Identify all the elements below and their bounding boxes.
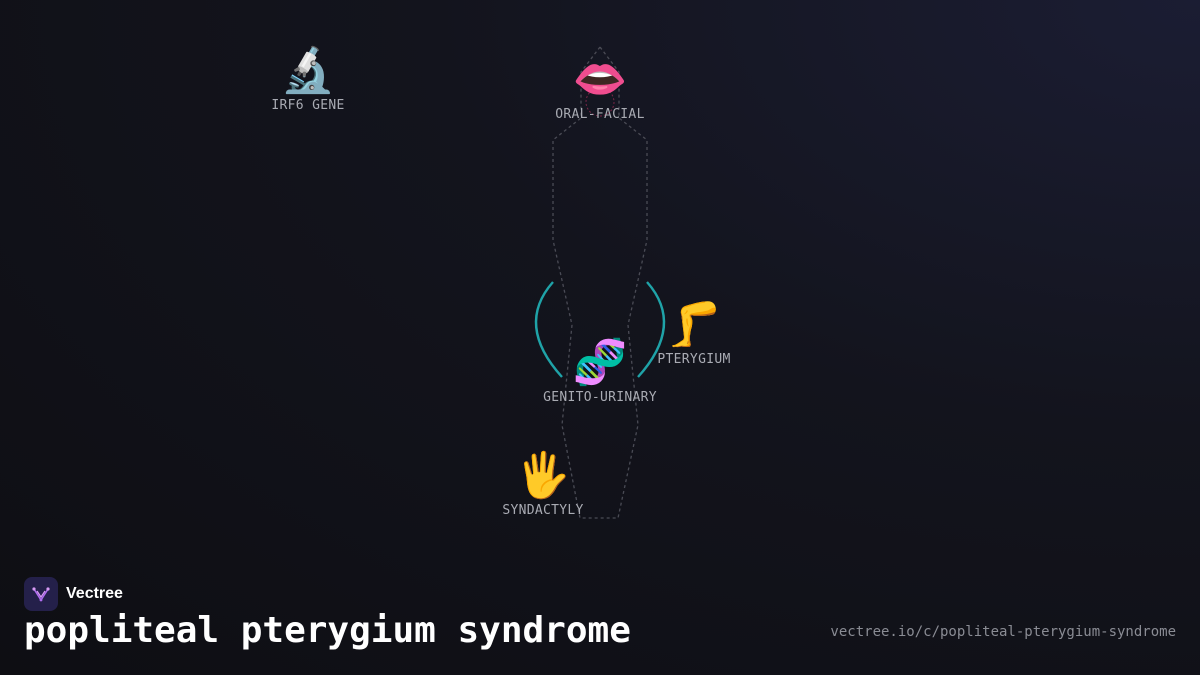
node-irf6-gene[interactable]: 🔬 IRF6 GENE: [271, 45, 345, 114]
node-oral-facial[interactable]: 👄 ORAL-FACIAL: [555, 54, 645, 123]
microscope-icon: 🔬: [280, 45, 336, 96]
page-title: popliteal pterygium syndrome: [24, 610, 631, 651]
right-teal-arc: [637, 281, 666, 378]
node-label: PTERYGIUM: [657, 352, 731, 367]
node-label: ORAL-FACIAL: [555, 107, 645, 122]
page-url[interactable]: vectree.io/c/popliteal-pterygium-syndrom…: [830, 624, 1176, 640]
head-outline: [585, 87, 615, 117]
vectree-logo-icon: [24, 577, 58, 611]
leg-icon: 🦵: [666, 299, 722, 350]
brand[interactable]: Vectree: [24, 577, 123, 611]
node-label: IRF6 GENE: [271, 98, 345, 113]
node-syndactyly[interactable]: 🖐️ SYNDACTYLY: [502, 450, 584, 519]
dna-icon: 🧬: [572, 337, 628, 388]
left-teal-arc: [534, 281, 563, 378]
node-genito-urinary[interactable]: 🧬 GENITO-URINARY: [543, 337, 657, 406]
brand-name: Vectree: [66, 585, 123, 602]
lips-icon: 👄: [572, 54, 628, 105]
node-pterygium[interactable]: 🦵 PTERYGIUM: [657, 299, 731, 368]
node-label: SYNDACTYLY: [502, 503, 584, 518]
node-label: GENITO-URINARY: [543, 390, 657, 405]
hand-icon: 🖐️: [515, 450, 571, 501]
